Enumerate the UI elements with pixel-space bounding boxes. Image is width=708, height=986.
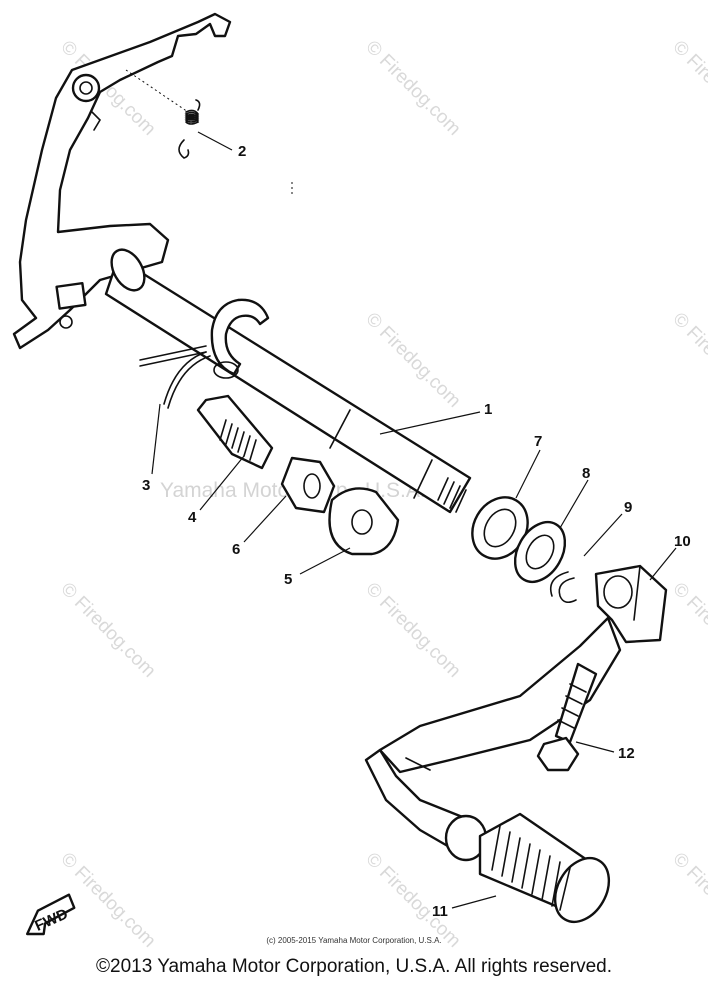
watermark-site: © Firedog.com [56, 579, 159, 682]
small-copyright: (c) 2005-2015 Yamaha Motor Corporation, … [266, 936, 442, 945]
watermark-site: © Firedog.com [361, 579, 464, 682]
callout-3: 3 [142, 477, 150, 494]
watermark-site: © Firedog.com [668, 309, 708, 412]
copyright-footer: ©2013 Yamaha Motor Corporation, U.S.A. A… [96, 956, 612, 977]
circlip [549, 571, 577, 604]
shift-pedal [364, 564, 668, 854]
callout-1: 1 [484, 401, 492, 418]
callout-12: 12 [618, 745, 635, 762]
torsion-spring [139, 345, 211, 409]
watermark-site: © Firedog.com [668, 37, 708, 140]
washer [513, 520, 567, 584]
callout-6: 6 [232, 541, 240, 558]
lock-plate [328, 487, 400, 556]
callout-numbers: 1 2 3 4 5 6 7 8 9 10 11 12 [142, 143, 691, 920]
callout-4: 4 [188, 509, 197, 526]
watermark-site: © Firedog.com [668, 579, 708, 682]
return-spring [178, 99, 201, 159]
callout-9: 9 [624, 499, 632, 516]
callout-5: 5 [284, 571, 292, 588]
watermark-layer: © Firedog.com © Firedog.com © Firedog.co… [56, 37, 708, 952]
shift-bracket [12, 12, 232, 350]
shaft-splines [437, 477, 467, 513]
pinch-bolt [536, 662, 598, 772]
watermark-site: © Firedog.com [361, 309, 464, 412]
stud-bolt [196, 394, 274, 470]
callout-7: 7 [534, 433, 542, 450]
fwd-arrow-icon: FWD [25, 893, 76, 936]
callout-10: 10 [674, 533, 691, 550]
pedal-rubber [444, 812, 611, 923]
nut [280, 456, 336, 514]
shift-shaft [104, 248, 472, 514]
watermark-site: © Firedog.com [361, 37, 464, 140]
callout-8: 8 [582, 465, 590, 482]
callout-11: 11 [432, 903, 448, 920]
callout-2: 2 [238, 143, 246, 160]
callout-leaders [151, 131, 677, 909]
